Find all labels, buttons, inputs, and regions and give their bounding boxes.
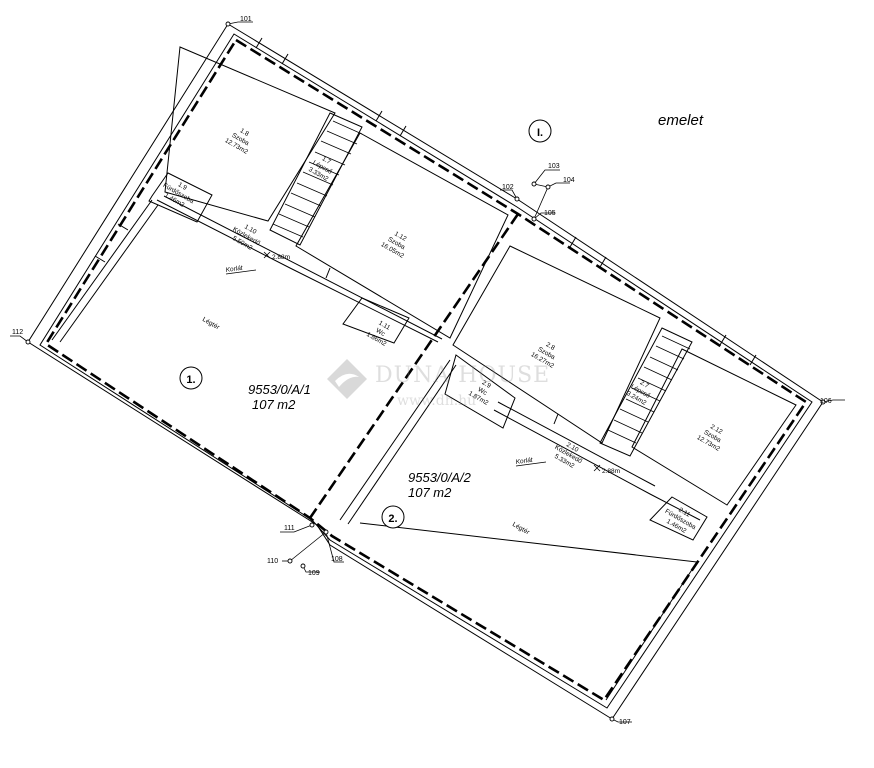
building-outline: [27, 23, 824, 720]
room-number: 2.7: [639, 379, 651, 390]
height-mark-1: 2.88m: [272, 254, 290, 261]
survey-label-109: 109: [308, 570, 320, 577]
room-number: 2.8: [545, 341, 557, 352]
survey-label-110: 110: [267, 558, 278, 565]
duna-house-logo-icon: [327, 359, 367, 399]
survey-label-105: 105: [544, 210, 556, 217]
room-name: Légtér: [201, 316, 221, 332]
unit-2-marker: 2.: [381, 505, 405, 529]
room-number: 1.8: [239, 127, 251, 138]
room-name: Wc: [476, 386, 488, 397]
room-1-10: 1.10 Közlekedő 5.50m2: [231, 223, 261, 252]
room-1-12: 1.12 Szoba 16.05m2: [380, 230, 408, 260]
unit-2-walls: [339, 245, 797, 701]
room-1-9: 1.9 Fürdőszoba 1.46m2: [162, 181, 196, 209]
room-1-11: 1.11 Wc 1.86m2: [365, 320, 391, 349]
survey-label-102: 102: [502, 184, 514, 191]
window-ticks: [94, 37, 757, 425]
room-2-7: 2.7 Lépcső 3.24m2: [625, 379, 651, 407]
watermark: DUNA HOUSE www.dh.hu: [325, 357, 555, 417]
room-number: 1.9: [177, 181, 189, 192]
floor-marker-label: I.: [537, 127, 543, 139]
unit-1-area: 107 m2: [252, 397, 296, 412]
unit-1-id: 9553/0/A/1: [248, 382, 311, 397]
room-1-airspace: Légtér: [201, 316, 221, 332]
survey-label-103: 103: [548, 163, 560, 170]
dashed-boundary: [44, 38, 808, 702]
survey-label-106: 106: [820, 398, 832, 405]
survey-label-104: 104: [563, 177, 575, 184]
survey-label-101: 101: [240, 16, 252, 23]
unit-2-marker-label: 2.: [388, 513, 397, 525]
floor-title: emelet: [658, 112, 704, 129]
unit-2-area: 107 m2: [408, 485, 452, 500]
room-name: Légtér: [511, 521, 531, 537]
watermark-url: www.dh.hu: [397, 393, 477, 409]
floor-marker: I.: [528, 119, 552, 143]
room-2-airspace: Légtér: [511, 521, 531, 537]
room-2-10: 2.10 Közlekedő 5.33m2: [553, 441, 583, 470]
survey-label-112: 112: [12, 329, 23, 336]
survey-dots: [25, 21, 826, 722]
watermark-brand: DUNA HOUSE: [375, 363, 551, 388]
room-1-8: 1.8 Szoba 12.73m2: [224, 127, 251, 156]
room-2-12: 2.12 Szoba 12.73m2: [696, 423, 724, 453]
survey-label-111: 111: [284, 525, 295, 532]
room-number: 2.9: [481, 379, 493, 390]
railing-label-2: Korlát: [515, 457, 534, 466]
room-name: Wc: [374, 327, 386, 338]
room-number: 1.7: [321, 155, 333, 166]
room-2-11: 2.11 Fürdőszoba 1.46m2: [664, 507, 698, 536]
unit-1-walls: [51, 46, 509, 344]
survey-label-108: 108: [331, 556, 343, 563]
survey-label-107: 107: [619, 719, 631, 726]
railing-label-1: Korlát: [225, 265, 244, 274]
height-mark-2: 2.88m: [602, 468, 620, 475]
stairs-2: [607, 335, 691, 444]
stairs-1: [272, 120, 363, 238]
unit-1-marker: 1.: [179, 366, 203, 390]
room-1-7: 1.7 Lépcső 3.33m2: [307, 155, 333, 183]
unit-1-marker-label: 1.: [186, 374, 195, 386]
unit-2-id: 9553/0/A/2: [408, 470, 472, 485]
